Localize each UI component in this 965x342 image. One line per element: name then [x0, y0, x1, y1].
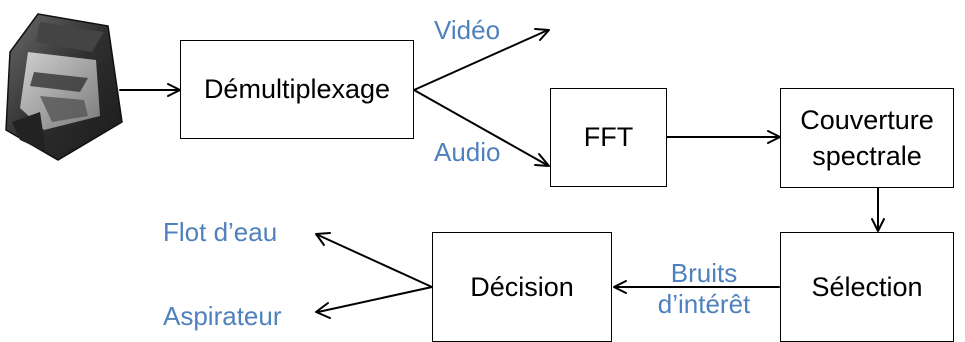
video-label: Vidéo — [434, 15, 501, 45]
demultiplexing-box: Démultiplexage — [180, 40, 414, 139]
audio-label: Audio — [434, 137, 501, 167]
noise-label-line2: d’intérêt — [657, 289, 751, 320]
connector-layer — [119, 28, 885, 319]
arrowhead-selection-to-decision — [613, 280, 627, 294]
spectral-coverage-label-line2: spectrale — [812, 141, 922, 171]
water-flow-label: Flot d’eau — [163, 217, 278, 247]
noise-label-line1: Bruits — [670, 258, 738, 288]
spectral-coverage-label-line1: Couverture — [800, 104, 934, 135]
arrowhead-coverage-to-selection — [871, 218, 885, 232]
selection-label: Sélection — [811, 271, 923, 302]
spectral-coverage-box: Couverture spectrale — [780, 88, 954, 188]
arrow-demux-to-fft — [413, 89, 548, 166]
sd-card-icon — [5, 13, 123, 161]
decision-label: Décision — [470, 271, 574, 302]
vacuum-label: Aspirateur — [163, 301, 282, 331]
diagram-canvas: Démultiplexage FFT Couverture spectrale … — [5, 13, 954, 342]
selection-box: Sélection — [780, 232, 954, 342]
arrow-decision-to-vacuum — [317, 286, 433, 313]
decision-box: Décision — [432, 232, 612, 342]
arrow-demux-to-video — [413, 29, 549, 91]
noise-of-interest-label: Bruits d’intérêt — [634, 258, 774, 320]
arrowhead-decision-to-water — [315, 232, 331, 246]
arrowhead-demux-to-fft — [534, 153, 550, 167]
fft-label: FFT — [583, 122, 634, 153]
arrow-decision-to-water — [317, 234, 433, 288]
arrowhead-demux-to-video — [534, 28, 550, 41]
arrowhead-decision-to-vacuum — [315, 302, 331, 319]
demultiplexing-label: Démultiplexage — [203, 74, 391, 105]
fft-box: FFT — [550, 88, 667, 187]
